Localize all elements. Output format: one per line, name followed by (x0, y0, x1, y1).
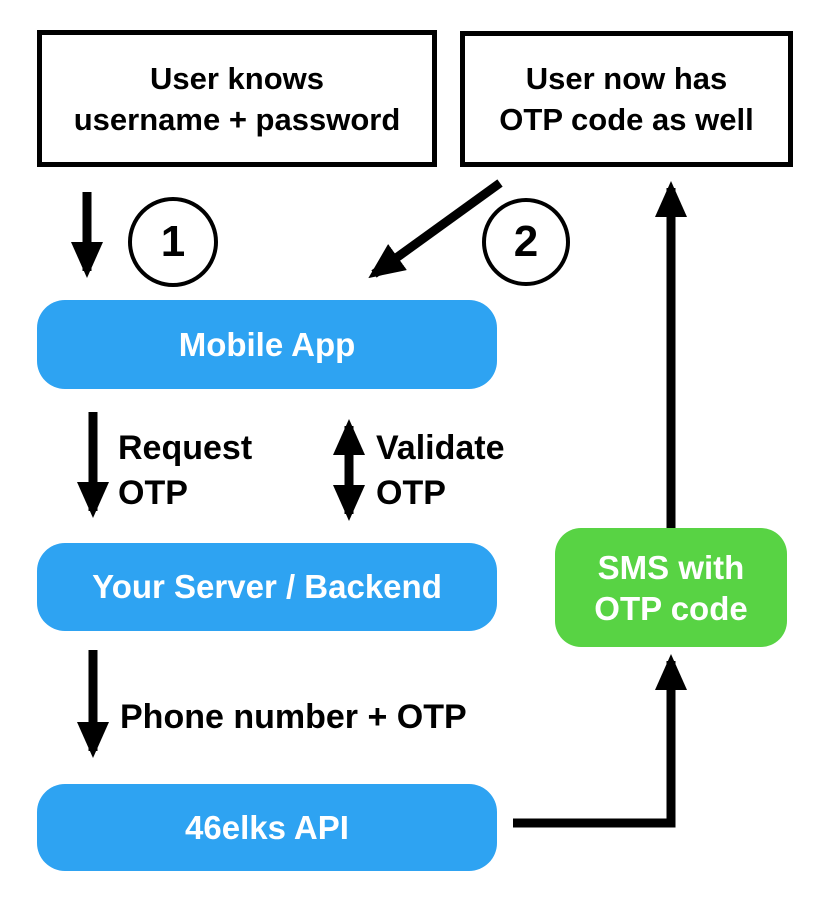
node-sms-otp-line1: SMS with (597, 548, 745, 586)
step-badge-2: 2 (482, 198, 570, 286)
label-request-otp: Request OTP (118, 426, 252, 516)
node-server-backend: Your Server / Backend (37, 543, 497, 631)
step-badge-2-number: 2 (513, 217, 539, 266)
arrow-step2-to-app (368, 179, 503, 279)
label-validate-otp-line2: OTP (376, 474, 446, 512)
label-phone-number-otp-text: Phone number + OTP (120, 698, 467, 736)
label-validate-otp: Validate OTP (376, 426, 505, 516)
node-sms-otp-line2: OTP code (594, 589, 748, 627)
label-request-otp-line2: OTP (118, 474, 188, 512)
flow-box-user-credentials: User knows username + password (37, 30, 437, 167)
step-badge-1: 1 (128, 197, 218, 287)
node-server-backend-label: Your Server / Backend (92, 568, 442, 605)
label-request-otp-line1: Request (118, 429, 253, 467)
node-mobile-app: Mobile App (37, 300, 497, 389)
label-phone-number-otp: Phone number + OTP (120, 695, 467, 740)
flow-box-user-otp-line1: User now has (525, 61, 728, 96)
arrow-api-to-sms (513, 654, 687, 828)
label-validate-otp-line1: Validate (376, 429, 505, 467)
node-sms-otp: SMS with OTP code (555, 528, 787, 647)
flow-box-user-credentials-line2: username + password (73, 101, 401, 137)
node-46elks-api: 46elks API (37, 784, 497, 871)
flow-box-user-otp-line2: OTP code as well (499, 102, 754, 137)
flow-box-user-otp: User now has OTP code as well (460, 31, 793, 167)
flow-box-user-credentials-line1: User knows (149, 60, 324, 96)
node-mobile-app-label: Mobile App (178, 325, 356, 363)
step-badge-1-number: 1 (160, 217, 186, 266)
node-46elks-api-label: 46elks API (185, 808, 349, 846)
